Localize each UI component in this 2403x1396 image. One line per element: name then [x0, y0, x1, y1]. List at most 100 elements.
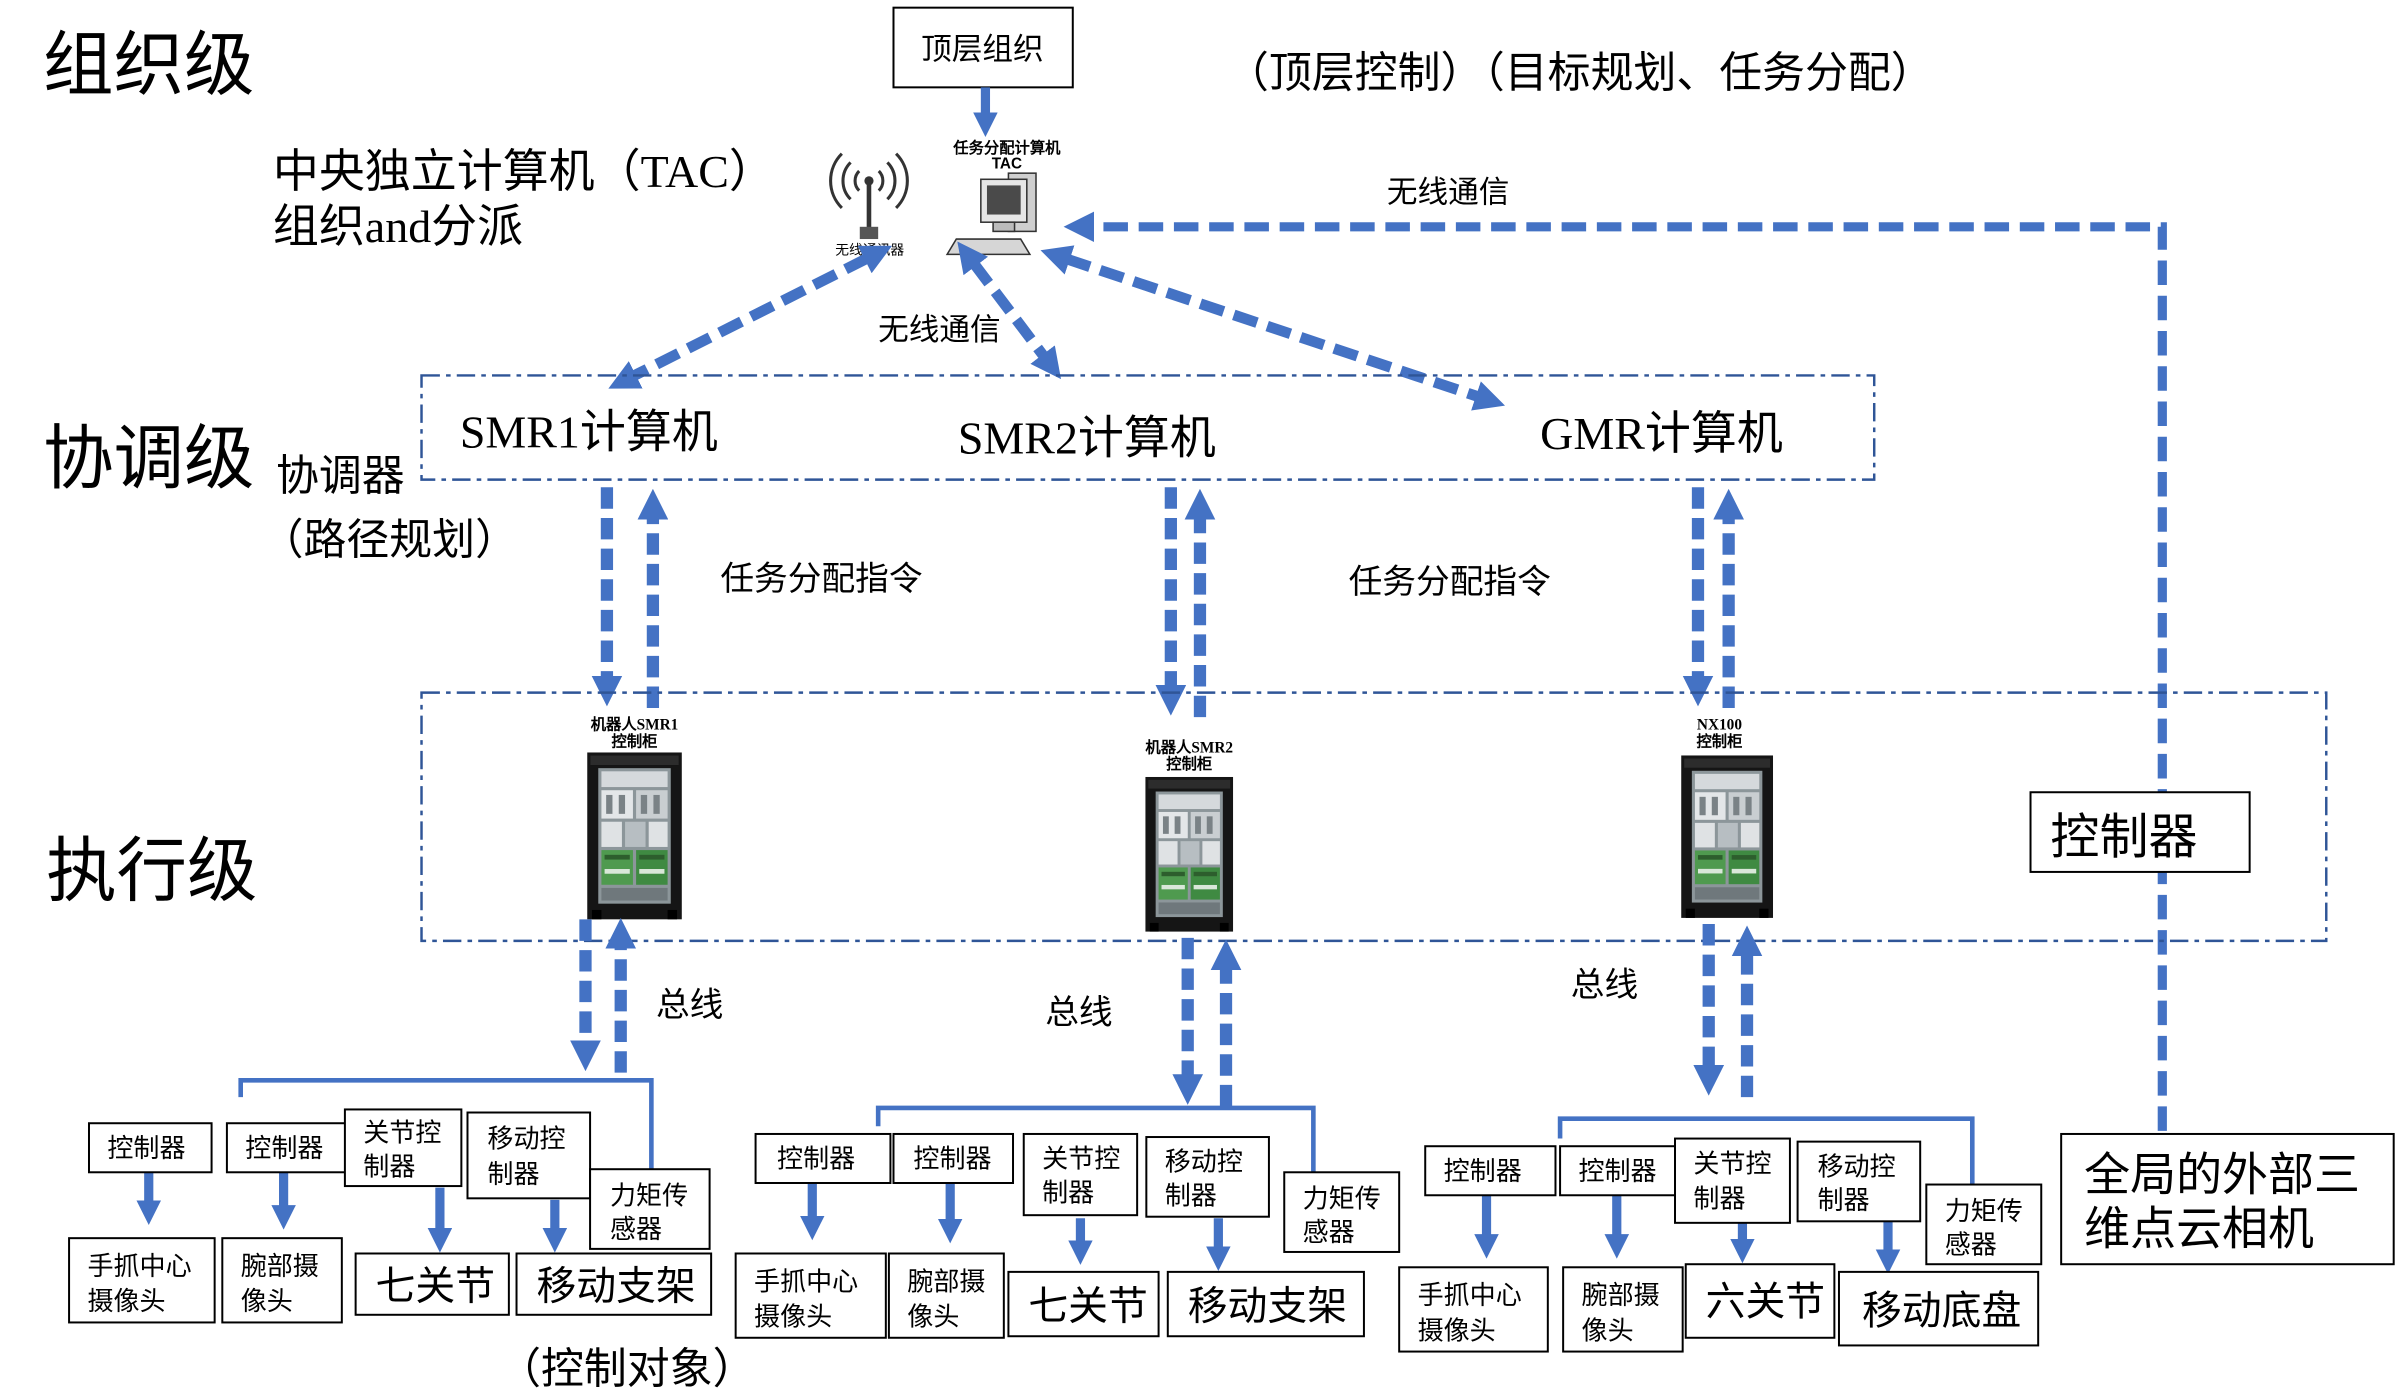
box-outline [2060, 1132, 2395, 1266]
box-label-line1: 力矩传 [1945, 1196, 2023, 1226]
execution-level-frame [420, 691, 2328, 943]
signal-arc [841, 161, 852, 201]
box-outline [1796, 1140, 1922, 1223]
box-label: 七关节 [376, 1263, 495, 1308]
box-label-line2: 像头 [1582, 1315, 1634, 1345]
box-label: 控制器 [913, 1144, 991, 1174]
box-label: 七关节 [1028, 1283, 1147, 1328]
box-label: 六关节 [1706, 1279, 1825, 1324]
box-label-line1: 力矩传 [1303, 1184, 1381, 1214]
joints-box: 七关节 [1007, 1270, 1160, 1338]
box-label-line1: 手抓中心 [754, 1266, 858, 1296]
top-organization-outline [892, 6, 1074, 89]
box-outline [1166, 1270, 1365, 1338]
joints-box: 七关节 [354, 1252, 510, 1316]
cabinet-3-label-line1: NX100 [1697, 716, 1742, 733]
box-outline [589, 1168, 711, 1250]
bus-line-1 [238, 1078, 654, 1170]
box-outline [221, 1237, 343, 1324]
box-outline [466, 1111, 592, 1200]
gripper-controller-box: 控制器 [1424, 1145, 1557, 1197]
computer-icon [945, 172, 1037, 256]
box-label-line1: 腕部摄 [907, 1266, 985, 1296]
signal-arc [829, 152, 843, 210]
mobile-controller-box: 移动控 制器 [1796, 1140, 1922, 1223]
box-label-line1: 移动控 [1818, 1151, 1896, 1181]
level-label-coordination: 协调级 [43, 421, 254, 499]
box-label: 控制器 [1444, 1156, 1522, 1186]
box-label-line1: 移动控 [487, 1124, 565, 1154]
box-outline [1837, 1270, 2040, 1347]
tac-title: 中央独立计算机（TAC） [273, 146, 775, 197]
wrist-camera-box: 腕部摄 像头 [1562, 1266, 1684, 1353]
level-label-execution: 执行级 [46, 833, 257, 911]
gmr-computer-label: GMR计算机 [1540, 408, 1783, 459]
box-label-line1: 力矩传 [610, 1180, 688, 1210]
coordination-level-frame [420, 374, 1876, 481]
top-organization-box: 顶层组织 [892, 6, 1074, 89]
box-outline [1559, 1145, 1677, 1197]
wrist-controller-box: 控制器 [225, 1122, 348, 1174]
cabinet-2-label-line1: 机器人SMR2 [1145, 738, 1233, 756]
global-camera-label-line1: 全局的外部三 [2084, 1149, 2360, 1201]
force-sensor-box: 力矩传 感器 [1925, 1183, 2043, 1266]
joint-controller-box: 关节控 制器 [343, 1108, 463, 1188]
cabinet-1-label-line1: 机器人SMR1 [591, 715, 679, 733]
control-cabinet-icon [1145, 776, 1234, 932]
box-outline [892, 1132, 1015, 1184]
box-outline [354, 1252, 510, 1316]
box-label-line2: 摄像头 [1418, 1315, 1496, 1345]
box-label-line2: 感器 [1303, 1217, 1355, 1247]
gripper-camera-box: 手抓中心 摄像头 [734, 1252, 887, 1339]
cabinet-3-label-line2: 控制柜 [1696, 732, 1742, 750]
box-outline [1684, 1263, 1836, 1339]
smr2-computer-label: SMR2计算机 [958, 413, 1216, 464]
box-outline [87, 1122, 213, 1174]
computer-label-line1: 任务分配计算机 [952, 139, 1061, 157]
control-cabinet-icon [1681, 755, 1774, 918]
signal-arc [877, 169, 885, 192]
box-outline [1145, 1136, 1270, 1218]
box-label-line1: 腕部摄 [241, 1251, 319, 1281]
bus-line-2 [875, 1105, 1316, 1173]
box-outline [754, 1132, 892, 1184]
joints-box: 六关节 [1684, 1263, 1836, 1339]
global-point-cloud-camera-box: 全局的外部三 维点云相机 [2060, 1132, 2395, 1266]
box-label-line2: 制器 [363, 1151, 415, 1181]
mobile-base-box: 移动支架 [1166, 1270, 1365, 1338]
wireless-label-right: 无线通信 [1387, 175, 1510, 209]
computer-stand [992, 221, 1016, 233]
robot-group-1: 控制器 控制器 关节控 制器 移动控 制器 力矩传 感器 手抓中心 摄像头 [68, 1108, 713, 1324]
smr1-computer-label: SMR1计算机 [460, 406, 718, 457]
controller-box-outline [2029, 791, 2251, 873]
wrist-controller-box: 控制器 [892, 1132, 1015, 1184]
mobile-chassis-box: 移动底盘 [1837, 1270, 2040, 1347]
coordinator-label: 协调器 [276, 453, 405, 500]
gripper-camera-box: 手抓中心 摄像头 [1398, 1266, 1549, 1353]
box-label: 移动底盘 [1862, 1288, 2021, 1333]
wireless-label-center: 无线通信 [878, 313, 1001, 347]
box-label: 控制器 [1578, 1156, 1656, 1186]
cabinet-1-label-line2: 控制柜 [612, 732, 658, 750]
box-outline [1925, 1183, 2043, 1266]
mobile-controller-box: 移动控 制器 [466, 1111, 592, 1200]
gripper-camera-box: 手抓中心 摄像头 [68, 1237, 216, 1324]
wireless-arrow-tac-smr1 [608, 245, 893, 389]
box-label-line1: 关节控 [363, 1118, 441, 1148]
control-cabinet-icon [587, 752, 682, 920]
robot-group-3: 控制器 控制器 关节控 制器 移动控 制器 力矩传 感器 手抓中心 摄像头 [1398, 1137, 2043, 1353]
box-label-line2: 摄像头 [754, 1302, 832, 1332]
box-label-line2: 像头 [907, 1302, 959, 1332]
box-label-line2: 摄像头 [87, 1286, 165, 1316]
joint-controller-box: 关节控 制器 [1022, 1132, 1139, 1217]
level-label-organization: 组织级 [43, 27, 254, 105]
wrist-camera-box: 腕部摄 像头 [887, 1252, 1005, 1339]
coordinator-role-label: （路径规划） [261, 518, 518, 565]
tac-subtitle: 组织and分派 [273, 201, 523, 252]
mobile-controller-box: 移动控 制器 [1145, 1136, 1270, 1218]
box-label: 控制器 [777, 1144, 855, 1174]
box-outline [343, 1108, 463, 1188]
computer-label-line2: TAC [992, 156, 1022, 173]
box-outline [1424, 1145, 1557, 1197]
